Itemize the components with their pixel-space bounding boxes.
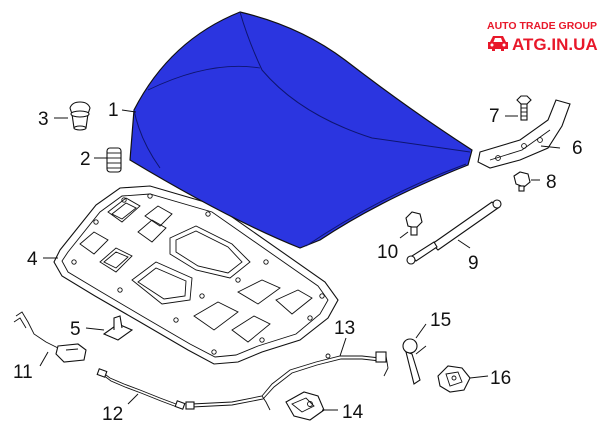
callout-2: 2 [80, 149, 91, 170]
gas-lift-strut [406, 199, 502, 265]
hinge-bolt [516, 95, 532, 121]
lift-support-stud [405, 211, 423, 236]
car-front-icon [488, 36, 508, 51]
leader-lines [39, 109, 561, 411]
callout-12: 12 [102, 404, 123, 425]
callout-16: 16 [490, 368, 511, 389]
hood-release-cable-front [96, 368, 186, 410]
callout-9: 9 [468, 253, 479, 274]
callout-10: 10 [377, 242, 398, 263]
bumper-stop [69, 101, 91, 131]
hood-striker [437, 365, 471, 393]
callout-15: 15 [430, 310, 451, 331]
callout-13: 13 [334, 318, 355, 339]
callout-labels: 1 2 3 4 5 6 7 8 9 10 11 12 13 14 15 16 [13, 100, 583, 425]
safety-catch-lever [402, 338, 427, 385]
callout-4: 4 [27, 249, 38, 270]
callout-5: 5 [70, 319, 81, 340]
logo-name: ATG.IN.UA [512, 35, 598, 54]
callout-3: 3 [38, 109, 49, 130]
callout-14: 14 [342, 402, 364, 423]
logo-tagline: AUTO TRADE GROUP [487, 20, 598, 32]
hood-panel [129, 11, 473, 249]
hood-release-cable-main [185, 351, 389, 411]
callout-11: 11 [13, 362, 33, 383]
grommet [102, 315, 134, 341]
hood-release-handle [13, 311, 87, 363]
hood-latch [285, 391, 325, 421]
hinge-nut [513, 171, 531, 192]
callout-7: 7 [489, 106, 500, 127]
callout-1: 1 [108, 100, 119, 121]
callout-8: 8 [546, 172, 557, 193]
rubber-cushion [106, 147, 122, 173]
hood-hinge [477, 99, 571, 169]
hood-insulator-pad [53, 185, 339, 365]
callout-6: 6 [572, 138, 583, 159]
